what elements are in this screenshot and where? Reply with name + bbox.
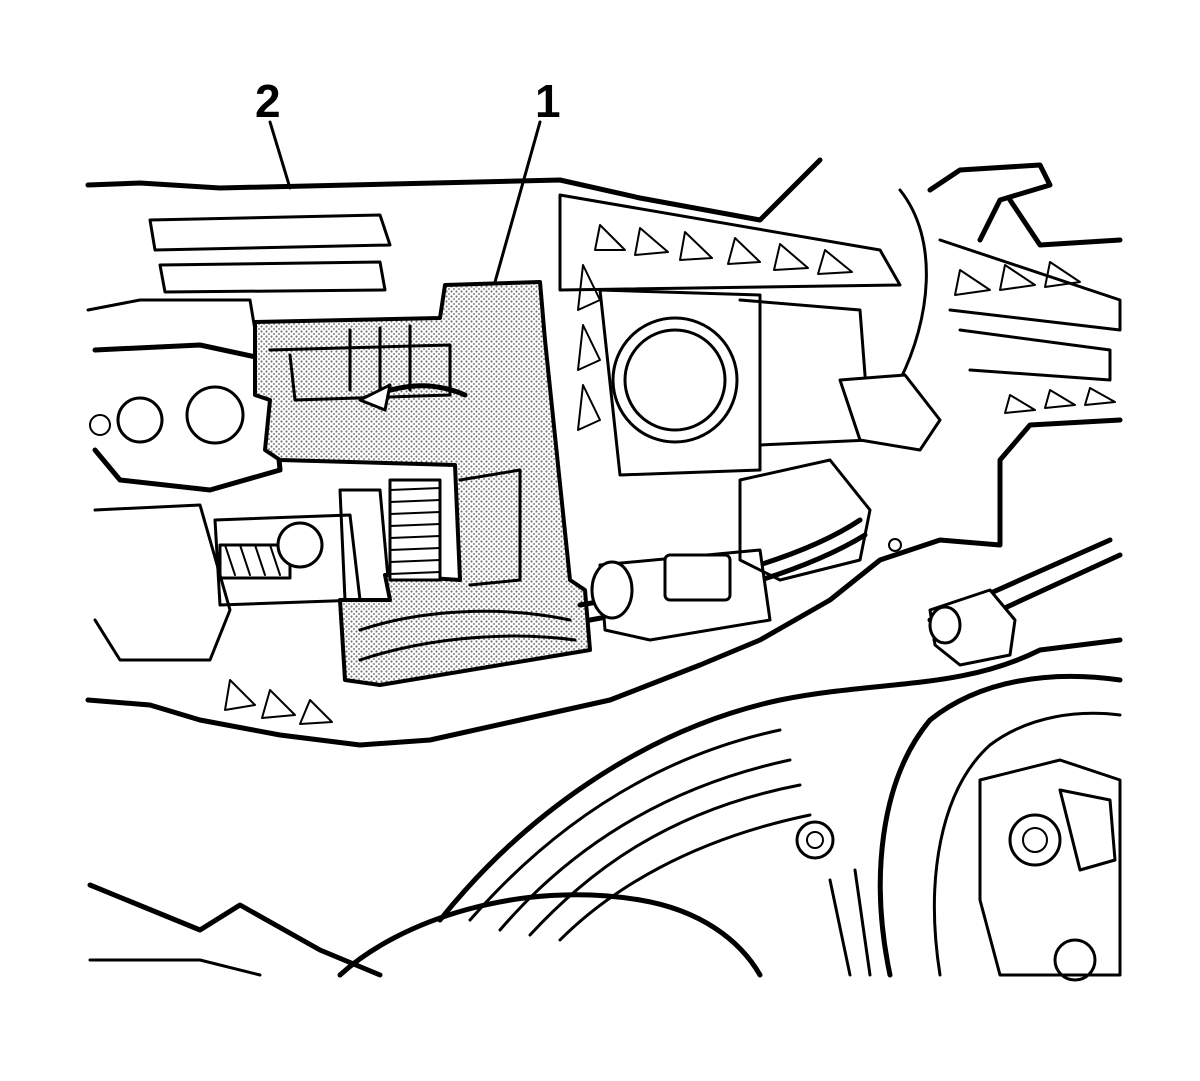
- frame-ribs: [224, 224, 1116, 725]
- callout-2: 2: [255, 75, 292, 190]
- handle-housing-frame: [85, 157, 1123, 748]
- lock-cylinder-area: [89, 342, 392, 662]
- shaded-handle-component: [253, 280, 592, 687]
- bolt: [795, 820, 835, 860]
- callout-label-1: 1: [535, 75, 561, 127]
- bolt: [1008, 813, 1062, 867]
- callout-1: 1: [493, 75, 561, 284]
- bolt: [1053, 938, 1097, 982]
- release-cable: [577, 373, 1123, 667]
- small-spring: [218, 543, 292, 580]
- callout-label-2: 2: [255, 75, 281, 127]
- lower-door-panel: [87, 637, 1123, 982]
- coil-spring: [388, 478, 442, 582]
- right-trim-bracket: [898, 162, 1123, 382]
- frame-boss: [623, 328, 727, 432]
